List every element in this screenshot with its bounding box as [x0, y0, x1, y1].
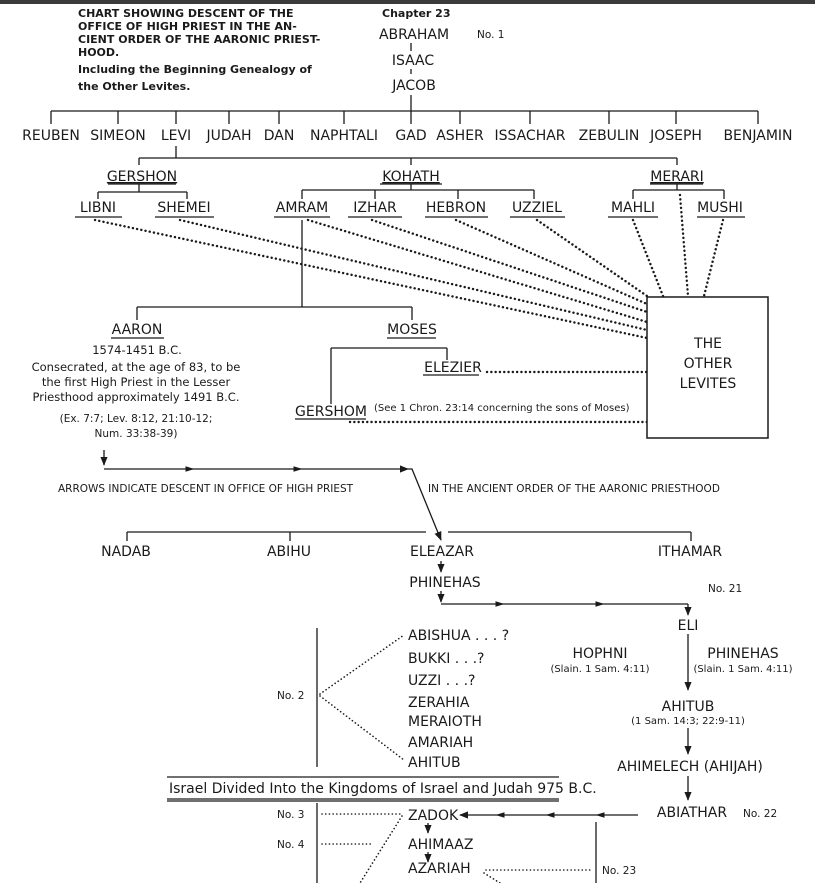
person-amram: AMRAM: [276, 200, 328, 216]
person-moses: MOSES: [387, 322, 437, 338]
other-levites-label: OTHER: [684, 356, 733, 372]
window-top-bar: [0, 0, 815, 4]
person-eleazar: ELEAZAR: [410, 544, 474, 560]
tribe-gad: GAD: [395, 128, 426, 144]
person-ahimelech: AHIMELECH (AHIJAH): [617, 759, 763, 775]
person-isaac: ISAAC: [392, 53, 435, 69]
chapter-label: Chapter 23: [382, 7, 450, 20]
person-ahitub-son-of-phinehas: AHITUB: [662, 699, 715, 715]
division-banner: Israel Divided Into the Kingdoms of Isra…: [169, 781, 597, 797]
person-mahli: MAHLI: [611, 200, 655, 216]
person-uzzi: UZZI . . .?: [408, 673, 475, 689]
person-meraioth: MERAIOTH: [408, 714, 482, 730]
aaron-description: the first High Priest in the Lesser: [42, 375, 231, 389]
number-label: No. 21: [708, 583, 742, 595]
aaron-dates: 1574-1451 B.C.: [92, 343, 182, 357]
person-ahimaaz: AHIMAAZ: [408, 837, 473, 853]
person-azariah: AZARIAH: [408, 861, 471, 877]
dotted-link: [319, 634, 405, 695]
number-label: No. 4: [277, 839, 305, 851]
number-label: No. 23: [602, 865, 636, 877]
other-levites-dotted-links: [93, 193, 725, 424]
tribes-row: REUBEN SIMEON LEVI JUDAH DAN NAPHTALI GA…: [22, 128, 792, 144]
title-line: HOOD.: [78, 46, 119, 59]
person-shemei: SHEMEI: [157, 200, 210, 216]
person-abishua: ABISHUA . . . ?: [408, 628, 509, 644]
aaron-references: (Ex. 7:7; Lev. 8:12, 21:10-12;: [60, 413, 213, 425]
aaron-description: Consecrated, at the age of 83, to be: [32, 360, 241, 374]
title-line: OFFICE OF HIGH PRIEST IN THE AN-: [78, 20, 297, 33]
person-hophni: HOPHNI: [572, 646, 627, 662]
person-abiathar: ABIATHAR: [657, 805, 727, 821]
person-abihu: ABIHU: [267, 544, 311, 560]
person-libni: LIBNI: [80, 200, 116, 216]
tribe-levi: LEVI: [161, 128, 191, 144]
dotted-link: [359, 815, 403, 883]
title-line: CHART SHOWING DESCENT OF THE: [78, 7, 293, 20]
eleazar-descendants: ABISHUA . . . ? BUKKI . . .? UZZI . . .?…: [408, 628, 509, 771]
person-nadab: NADAB: [101, 544, 151, 560]
person-mushi: MUSHI: [697, 200, 743, 216]
person-uzziel: UZZIEL: [512, 200, 562, 216]
number-label: No. 3: [277, 809, 304, 821]
ahitub-note: (1 Sam. 14:3; 22:9-11): [631, 716, 745, 727]
dotted-link: [319, 695, 405, 761]
aaron-references: Num. 33:38-39): [95, 428, 178, 440]
person-gershom: GERSHOM: [295, 404, 367, 420]
high-priest-arrows: [100, 450, 442, 541]
dotted-link: [483, 872, 501, 883]
person-eli: ELI: [678, 618, 699, 634]
hophni-note: (Slain. 1 Sam. 4:11): [550, 664, 649, 675]
person-hebron: HEBRON: [426, 200, 486, 216]
tribe-asher: ASHER: [436, 128, 484, 144]
legend-right: IN THE ANCIENT ORDER OF THE AARONIC PRIE…: [428, 483, 720, 495]
tribe-naphtali: NAPHTALI: [310, 128, 378, 144]
person-gershon: GERSHON: [107, 169, 177, 185]
person-merari: MERARI: [650, 169, 704, 185]
moses-sons-note: (See 1 Chron. 23:14 concerning the sons …: [374, 403, 630, 414]
title-line: CIENT ORDER OF THE AARONIC PRIEST-: [78, 33, 320, 46]
person-kohath: KOHATH: [382, 169, 440, 185]
tribe-ticks: [50, 111, 759, 124]
tribe-dan: DAN: [264, 128, 295, 144]
person-zerahia: ZERAHIA: [408, 695, 470, 711]
person-phinehas-son-of-eli: PHINEHAS: [707, 646, 779, 662]
person-bukki: BUKKI . . .?: [408, 651, 484, 667]
tribe-joseph: JOSEPH: [649, 128, 702, 144]
other-levites-label: THE: [693, 336, 722, 352]
number-label: No. 2: [277, 690, 304, 702]
number-label: No. 1: [477, 29, 504, 41]
person-jacob: JACOB: [391, 78, 436, 94]
chart-title: CHART SHOWING DESCENT OF THE OFFICE OF H…: [78, 7, 320, 93]
person-abraham: ABRAHAM: [379, 27, 449, 43]
person-ahitub: AHITUB: [408, 755, 461, 771]
number-label: No. 22: [743, 808, 777, 820]
high-priest-arrows: [437, 591, 692, 616]
aaron-description: Priesthood approximately 1491 B.C.: [33, 390, 240, 404]
person-phinehas: PHINEHAS: [409, 575, 481, 591]
tribe-judah: JUDAH: [205, 128, 251, 144]
other-levites-box: [646, 296, 769, 439]
other-levites-label: LEVITES: [680, 376, 737, 392]
tribe-zebulin: ZEBULIN: [579, 128, 640, 144]
tribe-simeon: SIMEON: [90, 128, 145, 144]
phinehas-note: (Slain. 1 Sam. 4:11): [693, 664, 792, 675]
person-elezier: ELEZIER: [424, 360, 482, 376]
person-izhar: IZHAR: [353, 200, 397, 216]
person-zadok: ZADOK: [408, 808, 459, 824]
tribe-issachar: ISSACHAR: [494, 128, 565, 144]
person-aaron: AARON: [112, 322, 163, 338]
person-ithamar: ITHAMAR: [658, 544, 722, 560]
subtitle-line: Including the Beginning Genealogy of: [78, 63, 312, 76]
tribe-benjamin: BENJAMIN: [723, 128, 792, 144]
tribe-reuben: REUBEN: [22, 128, 80, 144]
subtitle-line: the Other Levites.: [78, 80, 190, 93]
person-amariah: AMARIAH: [408, 735, 473, 751]
legend-left: ARROWS INDICATE DESCENT IN OFFICE OF HIG…: [58, 483, 354, 495]
